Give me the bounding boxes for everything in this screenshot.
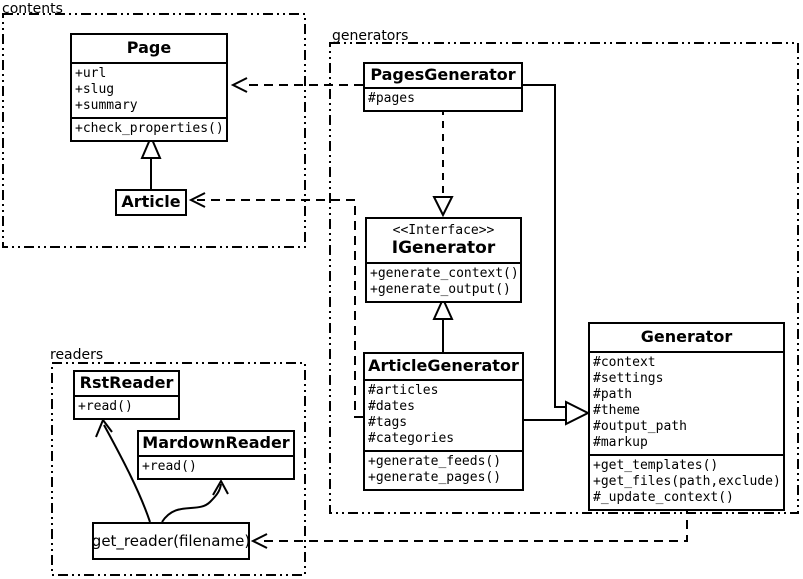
- generator-attributes-section: #context #settings #path #theme #output_…: [590, 351, 783, 454]
- class-title-mardownreader: MardownReader: [142, 433, 290, 452]
- class-title-article: Article: [121, 192, 181, 211]
- get-reader-label: get_reader(filename): [91, 532, 251, 550]
- pagesgenerator-to-generator-line: [523, 84, 566, 408]
- method: +get_files(path,exclude): [593, 474, 781, 489]
- generator-to-getreader-arrowhead: [250, 533, 268, 549]
- getreader-to-mardownreader-arrowhead: [212, 478, 229, 496]
- mardownreader-methods-section: +read(): [139, 455, 293, 478]
- package-label-generators: generators: [332, 28, 409, 44]
- rstreader-methods-section: +read(): [75, 395, 178, 418]
- package-label-readers: readers: [50, 347, 104, 363]
- articlegenerator-to-article-dependency-line: [197, 199, 363, 418]
- class-box-mardownreader: MardownReader +read(): [137, 430, 295, 480]
- class-box-page: Page +url +slug +summary +check_properti…: [70, 33, 228, 142]
- articlegenerator-to-igenerator-triangle: [432, 296, 454, 320]
- class-box-igenerator: <<Interface>> IGenerator +generate_conte…: [365, 217, 522, 303]
- attribute: #articles: [368, 383, 439, 398]
- method: +generate_feeds(): [368, 454, 502, 469]
- pagesgenerator-to-igenerator-triangle: [432, 196, 454, 218]
- attribute: #pages: [368, 91, 415, 106]
- class-box-generator: Generator #context #settings #path #them…: [588, 322, 785, 511]
- method: +read(): [142, 459, 197, 474]
- attribute: #categories: [368, 431, 455, 446]
- function-box-get-reader: get_reader(filename): [92, 522, 250, 560]
- getreader-to-rstreader-arrowhead: [95, 417, 113, 438]
- method: +get_templates(): [593, 458, 719, 473]
- method: +generate_context(): [370, 266, 519, 281]
- getreader-to-rstreader-curve: [103, 424, 151, 523]
- page-methods-section: +check_properties(): [72, 117, 226, 140]
- attribute: #theme: [593, 403, 640, 418]
- class-box-articlegenerator: ArticleGenerator #articles #dates #tags …: [363, 352, 524, 491]
- attribute: #tags: [368, 415, 408, 430]
- method: +check_properties(): [75, 121, 224, 136]
- stereotype-label: <<Interface>>: [392, 223, 495, 238]
- class-box-article: Article: [115, 189, 187, 216]
- class-title-rstreader: RstReader: [79, 373, 174, 392]
- attribute: #markup: [593, 435, 648, 450]
- method: #_update_context(): [593, 490, 734, 505]
- method: +generate_pages(): [368, 470, 502, 485]
- class-title-igenerator: IGenerator: [391, 238, 496, 258]
- attribute: +slug: [75, 82, 115, 97]
- package-border-contents: [2, 13, 306, 248]
- generator-inheritance-triangle: [565, 400, 591, 426]
- attribute: #context: [593, 355, 656, 370]
- class-box-pagesgenerator: PagesGenerator #pages: [363, 62, 523, 112]
- attribute: #path: [593, 387, 633, 402]
- article-to-page-inheritance-triangle: [140, 134, 162, 159]
- package-border-readers: [51, 362, 306, 576]
- attribute: +summary: [75, 98, 138, 113]
- articlegenerator-methods-section: +generate_feeds() +generate_pages(): [365, 450, 522, 489]
- attribute: +url: [75, 66, 107, 81]
- igenerator-methods-section: +generate_context() +generate_output(): [367, 262, 520, 301]
- attribute: #output_path: [593, 419, 687, 434]
- page-attributes-section: +url +slug +summary: [72, 62, 226, 117]
- package-label-contents: contents: [2, 1, 63, 17]
- class-title-page: Page: [126, 38, 172, 57]
- class-title-pagesgenerator: PagesGenerator: [370, 65, 516, 84]
- pagesgenerator-to-page-arrowhead: [230, 77, 248, 93]
- class-title-articlegenerator: ArticleGenerator: [368, 356, 519, 375]
- articlegenerator-to-article-arrowhead: [188, 192, 206, 208]
- pagesgenerator-attributes-section: #pages: [365, 87, 521, 110]
- method: +read(): [78, 399, 133, 414]
- class-box-rstreader: RstReader +read(): [73, 370, 180, 420]
- package-border-generators: [329, 42, 799, 514]
- attribute: #dates: [368, 399, 415, 414]
- articlegenerator-attributes-section: #articles #dates #tags #categories: [365, 379, 522, 450]
- method: +generate_output(): [370, 282, 511, 297]
- generator-methods-section: +get_templates() +get_files(path,exclude…: [590, 454, 783, 509]
- attribute: #settings: [593, 371, 664, 386]
- getreader-to-mardownreader-curve: [161, 483, 222, 523]
- igenerator-header: <<Interface>> IGenerator: [367, 219, 520, 262]
- class-title-generator: Generator: [640, 327, 733, 346]
- generator-to-getreader-dependency-line: [263, 505, 688, 542]
